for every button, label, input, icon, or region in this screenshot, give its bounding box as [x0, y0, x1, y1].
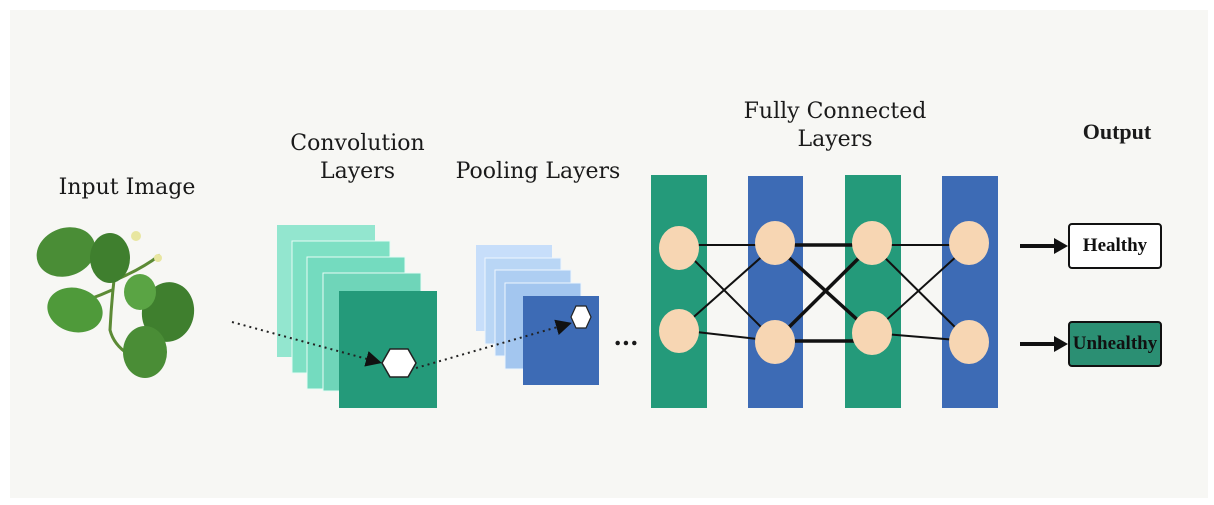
leaf-6	[124, 274, 156, 310]
connection-line	[871, 244, 970, 342]
neuron	[755, 221, 795, 265]
healthy-arrow-head	[1054, 238, 1068, 254]
output-arrows	[1020, 238, 1068, 352]
connection-line	[678, 244, 776, 331]
flower-bud	[154, 254, 162, 262]
connection-line	[773, 243, 874, 335]
unhealthy-output-box: Unhealthy	[1068, 321, 1162, 367]
conv-to-pool-arrow	[415, 319, 572, 369]
neuron	[659, 309, 699, 353]
ellipsis-label: ...	[613, 322, 639, 351]
fc-column-2	[748, 176, 803, 408]
neuron	[852, 311, 892, 355]
neuron	[755, 320, 795, 364]
fully-connected-columns	[651, 175, 998, 408]
fc-column-1	[651, 175, 707, 408]
neuron	[949, 320, 989, 364]
input-image-label: Input Image	[58, 175, 196, 200]
neuron	[852, 221, 892, 265]
flower-bud	[131, 231, 141, 241]
neuron	[949, 221, 989, 265]
neuron	[659, 226, 699, 270]
pooling-layers-stack	[476, 245, 599, 385]
fc-connections	[678, 243, 970, 343]
fc-neurons	[659, 221, 989, 364]
pooling-layers-label: Pooling Layers	[455, 159, 621, 184]
healthy-output-box: Healthy	[1068, 223, 1162, 269]
leaf-3	[47, 287, 103, 333]
leaf-1	[36, 227, 96, 277]
leaf-5	[123, 326, 167, 378]
convolution-layers-stack	[277, 225, 437, 408]
conv-kernel-hexagon	[381, 348, 417, 378]
pool-window-hexagon	[570, 305, 592, 329]
connection-line	[871, 244, 970, 334]
fc-column-4	[942, 176, 998, 408]
leaf-2	[90, 233, 130, 283]
unhealthy-arrow-head	[1054, 336, 1068, 352]
fc-column-3	[845, 175, 901, 408]
fully-connected-layers-label: Fully Connected Layers	[743, 99, 927, 152]
output-label: Output	[1082, 119, 1152, 144]
input-to-conv-arrow	[231, 321, 382, 367]
convolution-layers-label: Convolution Layers	[290, 131, 425, 184]
connection-line	[773, 243, 874, 343]
conv-feature-map-front	[339, 291, 437, 408]
diagram-background	[10, 10, 1208, 498]
leaf-plant-image	[36, 227, 195, 378]
